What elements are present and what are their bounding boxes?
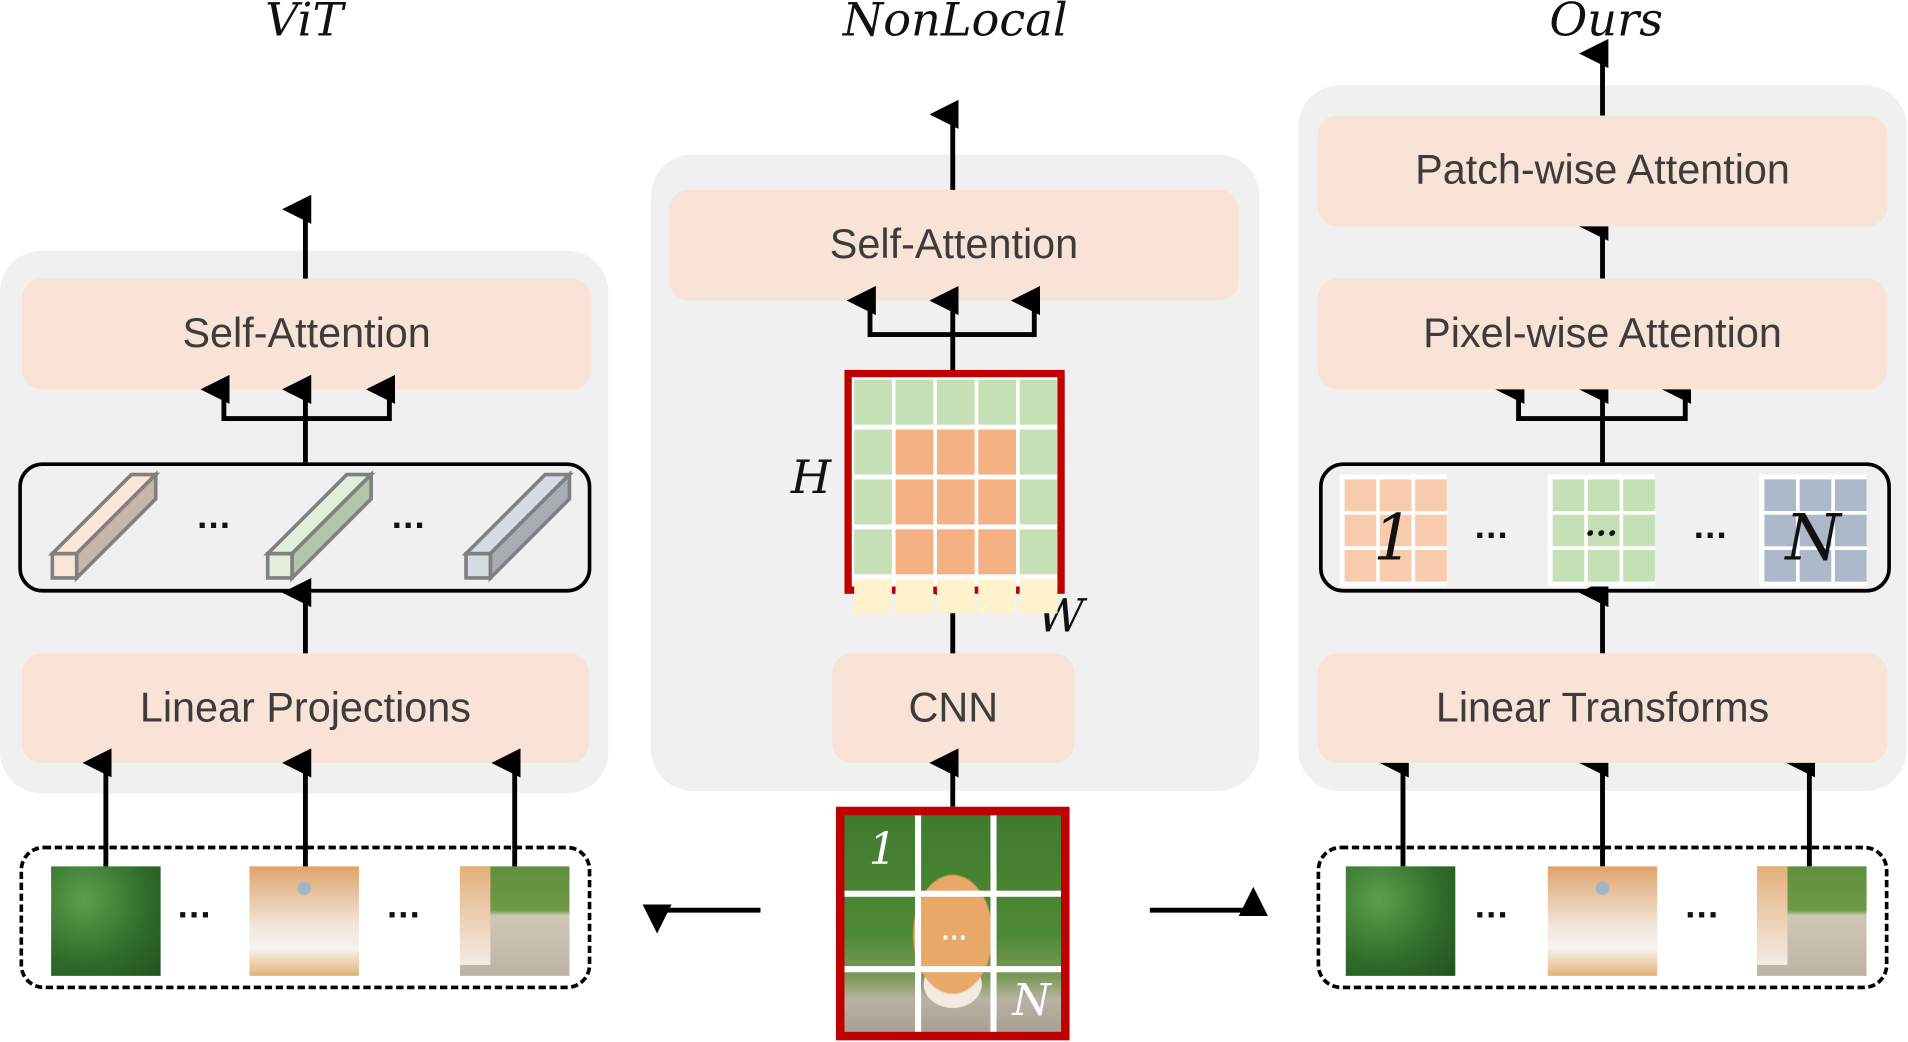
- patch-grid-cell: [1764, 479, 1796, 512]
- ours-patch-grid-container: [1319, 462, 1891, 593]
- patch-grid-cell: [1552, 549, 1585, 582]
- patch-grid-cell: [1834, 549, 1867, 582]
- patch-wise-attention-block: Patch-wise Attention: [1317, 115, 1888, 227]
- ours-patch-cat-paw: [1757, 866, 1867, 976]
- feature-map-cell: [895, 579, 934, 614]
- ours-patch-strip: [1316, 845, 1889, 990]
- feature-map-cell: [1019, 429, 1058, 475]
- feature-map-cell: [1019, 529, 1058, 575]
- vit-patch-cat-paw: [459, 866, 570, 976]
- cnn-block: CNN: [832, 653, 1075, 763]
- patch-grid-cell: [1799, 549, 1832, 582]
- feature-map-cell: [978, 529, 1017, 575]
- ours-patch-cat-face: [1547, 866, 1658, 976]
- patch-grid-cell: [1834, 514, 1867, 547]
- patch-grid-cell: [1344, 549, 1377, 582]
- last-patch-label: N: [1012, 975, 1051, 1026]
- vit-patch-ellipsis-1: ...: [177, 885, 212, 926]
- patch-grid-cell: [1344, 479, 1377, 512]
- cat-image: 1 ... N: [844, 815, 1062, 1032]
- pixel-wise-attention-block: Pixel-wise Attention: [1317, 278, 1888, 390]
- feature-map-cell: [1019, 379, 1058, 425]
- feature-map-cell: [1019, 479, 1058, 525]
- patch-grid-cell: [1587, 549, 1620, 582]
- feature-map-cell: [895, 429, 934, 475]
- input-image-frame: 1 ... N: [835, 806, 1070, 1041]
- patch-grid-label: ...: [1585, 506, 1618, 543]
- vit-title: ViT: [265, 0, 344, 47]
- patch-grid-cell: [1623, 479, 1655, 512]
- feature-map-cell: [854, 579, 892, 614]
- patch-grid-cell: [1799, 479, 1832, 512]
- feature-map-cell: [1019, 579, 1058, 614]
- feature-map-cell: [978, 479, 1017, 525]
- grid-line: [990, 815, 997, 1032]
- patch-grid-cell: [1799, 514, 1832, 547]
- feature-map-cell: [854, 529, 892, 575]
- patch-grid-cell: [1834, 479, 1867, 512]
- patch-grid-cell: [1415, 479, 1447, 512]
- ours-grid-ellipsis-1: ...: [1474, 506, 1509, 547]
- patch-grid-cell: [1415, 549, 1447, 582]
- middle-patch-label: ...: [941, 915, 968, 946]
- feature-map-cell: [895, 529, 934, 575]
- vit-patch-cat-face: [249, 866, 359, 976]
- ours-patch-background: [1345, 866, 1456, 976]
- vit-linear-projections-block: Linear Projections: [21, 653, 589, 763]
- patch-grid-cell: [1587, 479, 1620, 512]
- feature-map-cell: [978, 429, 1017, 475]
- first-patch-label: 1: [868, 824, 897, 875]
- token-front-face: [464, 551, 493, 580]
- patch-grid-label: N: [1783, 501, 1843, 575]
- nonlocal-title: NonLocal: [842, 0, 1068, 47]
- patch-grid-cell: [1379, 479, 1412, 512]
- feature-map-cell: [936, 429, 975, 475]
- feature-map-cell: [854, 429, 892, 475]
- patch-grid-cell: [1552, 514, 1585, 547]
- patch-grid-cell: [1552, 479, 1585, 512]
- token-front-face: [265, 551, 294, 580]
- feature-map-cell: [895, 379, 934, 425]
- patch-grid-cell: [1415, 514, 1447, 547]
- vit-patch-background: [51, 866, 161, 976]
- patch-grid-label: 1: [1373, 501, 1413, 575]
- patch-grid-cell: [1764, 549, 1796, 582]
- feature-map-cell: [978, 579, 1017, 614]
- patch-grid-cell: [1379, 549, 1412, 582]
- nonlocal-self-attention-block: Self-Attention: [669, 189, 1239, 301]
- token-front-face: [50, 551, 79, 580]
- ours-title: Ours: [1549, 0, 1663, 47]
- patch-grid-cell: [1344, 514, 1377, 547]
- patch-grid-cell: [1379, 514, 1412, 547]
- ours-grid-ellipsis-2: ...: [1693, 506, 1728, 547]
- feature-map-cell: [978, 379, 1017, 425]
- linear-transforms-block: Linear Transforms: [1317, 653, 1888, 763]
- height-label: H: [790, 450, 832, 504]
- grid-line: [844, 966, 1062, 973]
- patch-grid-cell: [1623, 549, 1655, 582]
- feature-map-cell: [936, 479, 975, 525]
- vit-patch-ellipsis-2: ...: [386, 885, 422, 926]
- patch-grid-cell: [1587, 514, 1620, 547]
- grid-line: [915, 815, 922, 1032]
- ours-patch-ellipsis-2: ...: [1685, 885, 1720, 926]
- feature-map-cell: [936, 379, 975, 425]
- feature-map-cell: [854, 379, 892, 425]
- vit-token-ellipsis-2: ...: [391, 496, 426, 537]
- feature-map-cell: [854, 479, 892, 525]
- patch-grid-cell: [1623, 514, 1655, 547]
- feature-map-cell: [936, 579, 975, 614]
- patch-grid-cell: [1764, 514, 1796, 547]
- vit-self-attention-block: Self-Attention: [21, 278, 592, 390]
- grid-line: [844, 890, 1062, 897]
- feature-map-cell: [936, 529, 975, 575]
- ours-patch-ellipsis-1: ...: [1474, 885, 1509, 926]
- vit-token-ellipsis-1: ...: [197, 496, 232, 537]
- feature-map-cell: [895, 479, 934, 525]
